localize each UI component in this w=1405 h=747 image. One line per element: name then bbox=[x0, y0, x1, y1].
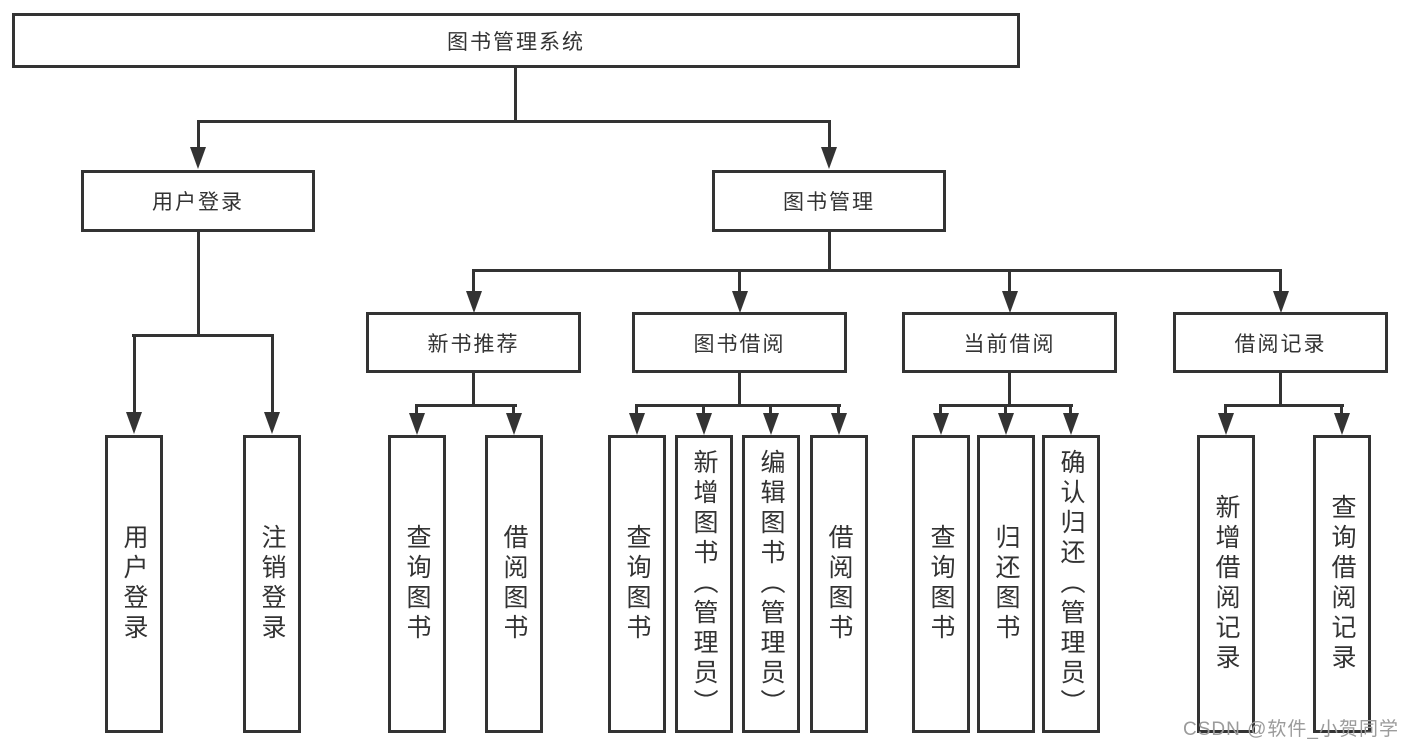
connector-group4-stem bbox=[1279, 371, 1282, 407]
connector-leaf-line bbox=[1224, 404, 1227, 416]
node-current-borrow: 当前借阅 bbox=[902, 312, 1117, 373]
connector-leaf-line bbox=[1004, 404, 1007, 416]
node-book-borrow: 图书借阅 bbox=[632, 312, 847, 373]
leaf-rec-add-record: 新增借阅记录 bbox=[1197, 435, 1255, 733]
arrowhead-leaf bbox=[1063, 413, 1079, 435]
leaf-cur-query-books: 查询图书 bbox=[912, 435, 970, 733]
arrowhead-mgmt bbox=[821, 147, 837, 169]
connector-group2-stem bbox=[738, 371, 741, 407]
leaf-bb-edit-books-admin: 编辑图书（管理员） bbox=[742, 435, 800, 733]
leaf-label: 用户登录 bbox=[120, 524, 148, 644]
connector-leaf-line bbox=[1340, 404, 1343, 416]
leaf-label: 查询图书 bbox=[623, 524, 651, 644]
leaf-rec-query-record: 查询借阅记录 bbox=[1313, 435, 1371, 733]
arrowhead-group2 bbox=[732, 291, 748, 313]
connector-level2-bar bbox=[197, 120, 831, 123]
arrowhead-userlogin bbox=[126, 412, 142, 434]
connector-arrow-group4-line bbox=[1279, 269, 1282, 293]
arrowhead-leaf bbox=[763, 413, 779, 435]
connector-group3-stem bbox=[1008, 371, 1011, 407]
arrowhead-group3 bbox=[1002, 291, 1018, 313]
arrowhead-leaf bbox=[629, 413, 645, 435]
leaf-label: 借阅图书 bbox=[825, 524, 853, 644]
node-user-login-label: 用户登录 bbox=[152, 191, 244, 214]
leaf-label: 注销登录 bbox=[258, 524, 286, 644]
arrowhead-leaf bbox=[506, 413, 522, 435]
connector-login-bar bbox=[132, 334, 274, 337]
connector-group1-bar bbox=[415, 404, 517, 407]
leaf-label: 新增借阅记录 bbox=[1212, 494, 1240, 674]
leaf-label: 确认归还（管理员） bbox=[1057, 449, 1085, 719]
connector-leaf-line bbox=[1069, 404, 1072, 416]
connector-leaf-line bbox=[635, 404, 638, 416]
leaf-bb-query-books: 查询图书 bbox=[608, 435, 666, 733]
connector-login-stem bbox=[197, 230, 200, 336]
node-root-label: 图书管理系统 bbox=[447, 30, 585, 54]
leaf-label: 查询图书 bbox=[403, 524, 431, 644]
node-root: 图书管理系统 bbox=[12, 13, 1020, 68]
leaf-label: 编辑图书（管理员） bbox=[757, 449, 785, 719]
connector-leaf-line bbox=[415, 404, 418, 416]
connector-arrow-group2-line bbox=[738, 269, 741, 293]
leaf-cur-return-books: 归还图书 bbox=[977, 435, 1035, 733]
leaf-label: 归还图书 bbox=[992, 524, 1020, 644]
node-book-borrow-label: 图书借阅 bbox=[693, 332, 786, 356]
leaf-label: 查询图书 bbox=[927, 524, 955, 644]
leaf-label: 新增图书（管理员） bbox=[690, 449, 718, 719]
arrowhead-leaf bbox=[696, 413, 712, 435]
connector-group4-bar bbox=[1224, 404, 1344, 407]
connector-arrow-userlogin-line bbox=[133, 334, 136, 414]
connector-mgmt-stem bbox=[828, 230, 831, 272]
leaf-user-login: 用户登录 bbox=[105, 435, 163, 733]
arrowhead-group1 bbox=[466, 291, 482, 313]
connector-leaf-line bbox=[769, 404, 772, 416]
node-borrow-records-label: 借阅记录 bbox=[1234, 332, 1327, 356]
leaf-bb-add-books-admin: 新增图书（管理员） bbox=[675, 435, 733, 733]
connector-arrow-group1-line bbox=[472, 269, 475, 293]
leaf-logout: 注销登录 bbox=[243, 435, 301, 733]
node-book-management: 图书管理 bbox=[712, 170, 946, 232]
connector-group2-bar bbox=[635, 404, 841, 407]
leaf-label: 借阅图书 bbox=[500, 524, 528, 644]
connector-arrow-group3-line bbox=[1008, 269, 1011, 293]
connector-leaf-line bbox=[939, 404, 942, 416]
arrowhead-login bbox=[190, 147, 206, 169]
arrowhead-logout bbox=[264, 412, 280, 434]
connector-leaf-line bbox=[837, 404, 840, 416]
connector-arrow-mgmt-line bbox=[828, 120, 831, 150]
leaf-nb-borrow-books: 借阅图书 bbox=[485, 435, 543, 733]
node-user-login: 用户登录 bbox=[81, 170, 315, 232]
arrowhead-leaf bbox=[998, 413, 1014, 435]
node-new-book-recommend: 新书推荐 bbox=[366, 312, 581, 373]
arrowhead-leaf bbox=[409, 413, 425, 435]
connector-arrow-login-line bbox=[197, 120, 200, 150]
arrowhead-group4 bbox=[1273, 291, 1289, 313]
connector-leaf-line bbox=[512, 404, 515, 416]
node-current-borrow-label: 当前借阅 bbox=[963, 332, 1056, 356]
connector-root-stem bbox=[514, 66, 517, 122]
arrowhead-leaf bbox=[1218, 413, 1234, 435]
leaf-nb-query-books: 查询图书 bbox=[388, 435, 446, 733]
node-new-book-recommend-label: 新书推荐 bbox=[427, 332, 520, 356]
leaf-cur-confirm-return-admin: 确认归还（管理员） bbox=[1042, 435, 1100, 733]
node-book-management-label: 图书管理 bbox=[783, 191, 875, 214]
leaf-label: 查询借阅记录 bbox=[1328, 494, 1356, 674]
connector-group1-stem bbox=[472, 371, 475, 407]
leaf-bb-borrow-books: 借阅图书 bbox=[810, 435, 868, 733]
connector-leaf-line bbox=[702, 404, 705, 416]
connector-level3-bar bbox=[472, 269, 1282, 272]
arrowhead-leaf bbox=[933, 413, 949, 435]
arrowhead-leaf bbox=[1334, 413, 1350, 435]
connector-arrow-logout-line bbox=[271, 334, 274, 414]
arrowhead-leaf bbox=[831, 413, 847, 435]
watermark: CSDN @软件_小贺同学 bbox=[1183, 719, 1399, 740]
node-borrow-records: 借阅记录 bbox=[1173, 312, 1388, 373]
